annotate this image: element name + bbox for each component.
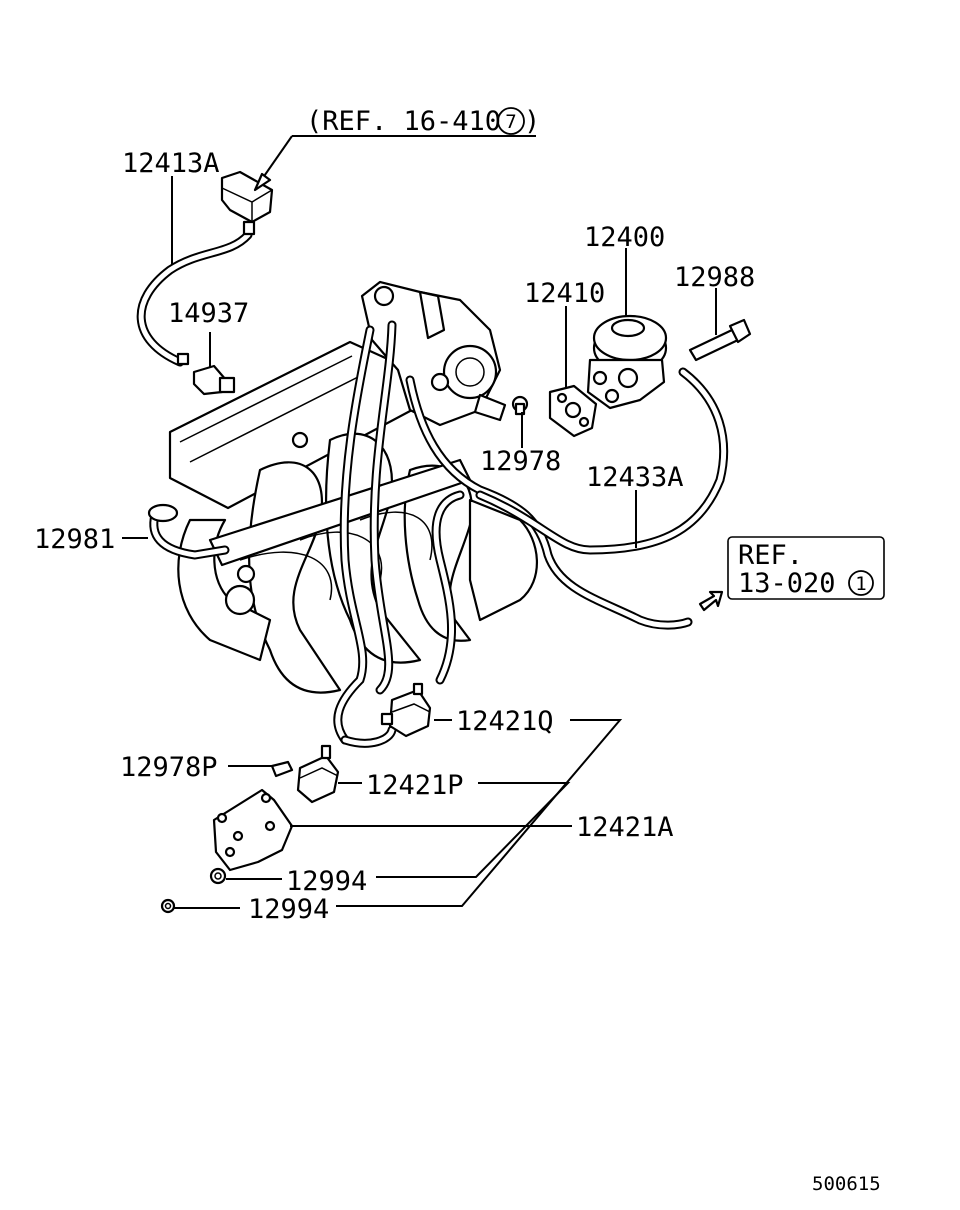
ref-top-text: (REF. 16-410: [306, 106, 501, 137]
gasket-12410: [548, 384, 598, 438]
sensor-14937: [176, 352, 236, 396]
bolt-12988: [688, 318, 752, 362]
callout-12433A: 12433A: [586, 462, 684, 493]
nut-12994-a: [209, 867, 227, 885]
bolt-12978P: [270, 760, 294, 778]
callout-12421Q: 12421Q: [456, 706, 554, 737]
ref-top-circled: 7: [505, 111, 516, 133]
callout-12988: 12988: [674, 262, 755, 293]
ref-right-line1: REF.: [738, 540, 803, 571]
intake-manifold: [168, 340, 539, 694]
callout-12994-a: 12994: [286, 866, 367, 897]
callout-12978: 12978: [480, 446, 561, 477]
ref-right-line2: 13-020: [738, 568, 836, 599]
callout-12421A: 12421A: [576, 812, 674, 843]
callout-12978P: 12978P: [120, 752, 218, 783]
diagram-id: 500615: [812, 1173, 881, 1195]
callout-12410: 12410: [524, 278, 605, 309]
bracket-12421A: [212, 788, 294, 872]
ref-box: [727, 536, 885, 600]
callout-12421P: 12421P: [366, 770, 464, 801]
solenoid-12421Q: [380, 682, 432, 738]
egr-valve-12400: [586, 314, 668, 410]
callout-12413A: 12413A: [122, 148, 220, 179]
ref-top-close: ): [524, 106, 540, 137]
callout-12994-b: 12994: [248, 894, 329, 925]
callout-14937: 14937: [168, 298, 249, 329]
bolt-12978: [511, 395, 529, 416]
callout-12400: 12400: [584, 222, 665, 253]
leader-lines: [122, 135, 717, 909]
throttle-body: [360, 280, 507, 427]
arrow-icon: [698, 590, 724, 612]
nut-12994-b: [160, 898, 176, 914]
ref-right-circled: 1: [855, 573, 866, 595]
solenoid-12421P: [296, 744, 340, 804]
callout-12981: 12981: [34, 524, 115, 555]
vacuum-hoses: [136, 230, 729, 748]
